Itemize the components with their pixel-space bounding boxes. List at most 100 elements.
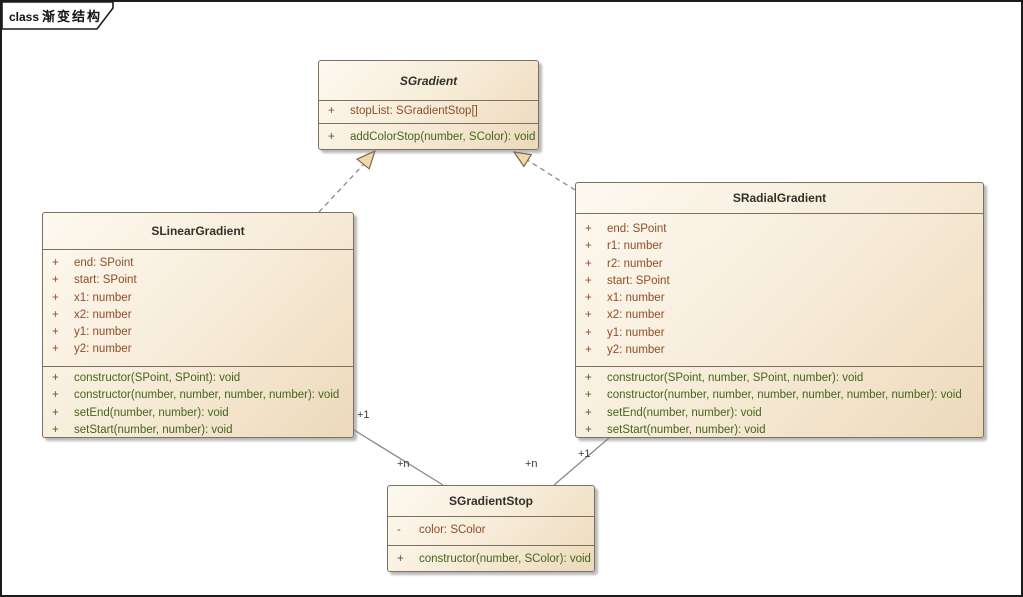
attribute-text: end: SPoint [607,223,667,235]
realization-linear-to-gradient[interactable] [318,149,376,213]
attributes-compartment: - color: SColor [388,516,594,545]
operation-row: + setStart(number, number): void [576,422,983,439]
operation-row: + constructor(number, SColor): void [388,551,594,568]
attribute-row: + x2: number [576,307,983,324]
operation-row: + setEnd(number, number): void [43,405,353,422]
operation-text: setStart(number, number): void [607,423,766,436]
attribute-text: start: SPoint [74,274,137,287]
attribute-text: y1: number [607,326,665,339]
visibility-marker: + [52,389,59,402]
operations-compartment: + constructor(SPoint, number, SPoint, nu… [576,366,983,439]
attribute-row: + x2: number [43,307,353,324]
class-title: SGradient [399,73,458,88]
visibility-marker: + [52,308,59,321]
operation-text: setEnd(number, number): void [607,406,762,419]
visibility-marker: + [52,423,59,436]
frame-title: 渐变结构 [42,9,103,24]
visibility-marker: + [52,274,59,287]
visibility-marker: + [585,423,592,436]
attributes-compartment: + end: SPoint + r1: number + r2: number … [576,213,983,366]
visibility-marker: + [585,240,592,253]
operation-text: constructor(SPoint, SPoint): void [74,372,241,384]
visibility-marker: + [585,292,592,305]
frame-tab-shape [2,2,114,30]
attribute-row: + start: SPoint [43,272,353,289]
visibility-marker: + [585,389,592,402]
realization-arrowhead [512,151,533,168]
operation-text: constructor(number, number, number, numb… [74,389,340,402]
realization-radial-to-gradient[interactable] [512,151,576,191]
attribute-row: + r1: number [576,238,983,255]
attribute-text: y2: number [607,344,665,357]
visibility-marker: + [585,406,592,419]
attribute-text: r1: number [607,240,663,253]
visibility-marker: + [585,274,592,287]
operation-text: constructor(number, SColor): void [419,552,591,565]
class-box-sradialgradient[interactable]: SRadialGradient + end: SPoint + r1: numb… [575,182,984,438]
operation-text: constructor(number, number, number, numb… [607,389,962,402]
attributes-compartment: + end: SPoint + start: SPoint + x1: numb… [43,249,353,366]
operations-compartment: + constructor(SPoint, SPoint): void + co… [43,366,353,439]
attribute-row: + y1: number [576,325,983,342]
attribute-row: + x1: number [43,290,353,307]
attribute-text: start: SPoint [607,274,670,287]
attribute-text: x1: number [607,292,665,305]
operation-row: + constructor(number, number, number, nu… [43,387,353,404]
frame-keyword: class [9,10,40,24]
visibility-marker: + [397,552,404,565]
operation-row: + constructor(SPoint, SPoint): void [43,370,353,387]
multiplicity-label-radial-target: +n [525,458,538,470]
visibility-marker: + [52,343,59,356]
operation-text: setStart(number, number): void [74,423,233,436]
class-box-slineargradient[interactable]: SLinearGradient + end: SPoint + start: S… [42,212,354,438]
attribute-text: r2: number [607,257,663,270]
class-title: SGradientStop [448,494,533,508]
realization-arrowhead [355,149,376,170]
attribute-row: + y2: number [43,341,353,358]
class-box-sgradientstop[interactable]: SGradientStop - color: SColor + construc… [387,485,595,572]
attribute-row: + start: SPoint [576,273,983,290]
visibility-marker: + [585,372,592,384]
attributes-compartment: + stopList: SGradientStop[] [319,100,538,123]
attribute-text: x1: number [74,291,132,304]
visibility-marker: + [328,105,335,118]
attribute-row: + y2: number [576,342,983,359]
attribute-row: + r2: number [576,256,983,273]
attribute-row: + end: SPoint [43,255,353,272]
class-title: SRadialGradient [732,191,827,205]
operation-row: + addColorStop(number, SColor): void [319,129,538,146]
attribute-text: x2: number [607,309,665,322]
attribute-row: + stopList: SGradientStop[] [319,103,538,120]
class-box-sgradient[interactable]: SGradient + stopList: SGradientStop[] + … [318,60,539,150]
visibility-marker: + [585,257,592,270]
multiplicity-label-linear-target: +n [397,458,410,470]
attribute-text: y1: number [74,326,132,339]
operation-row: + constructor(number, number, number, nu… [576,387,983,404]
attribute-row: + y1: number [43,324,353,341]
operation-text: addColorStop(number, SColor): void [350,130,536,143]
operation-row: + setEnd(number, number): void [576,405,983,422]
operation-text: setEnd(number, number): void [74,406,229,419]
operation-row: + constructor(SPoint, number, SPoint, nu… [576,370,983,387]
attribute-text: end: SPoint [74,257,134,269]
visibility-marker: + [52,372,59,384]
visibility-marker: + [585,309,592,322]
attribute-text: stopList: SGradientStop[] [350,105,478,118]
attribute-row: + x1: number [576,290,983,307]
visibility-marker: + [52,406,59,419]
class-title: SLinearGradient [151,224,245,238]
operations-compartment: + constructor(number, SColor): void [388,545,594,573]
attribute-text: color: SColor [419,524,486,537]
frame-tab [2,2,114,30]
operation-text: constructor(SPoint, number, SPoint, numb… [607,372,864,384]
visibility-marker: + [52,257,59,269]
association-radial-to-stop[interactable] [553,437,610,486]
multiplicity-label-radial-source: +1 [578,448,591,460]
attribute-text: y2: number [74,343,132,356]
operations-compartment: + addColorStop(number, SColor): void [319,123,538,151]
visibility-marker: + [328,130,335,143]
attribute-text: x2: number [74,308,132,321]
multiplicity-label-linear-source: +1 [357,409,370,421]
